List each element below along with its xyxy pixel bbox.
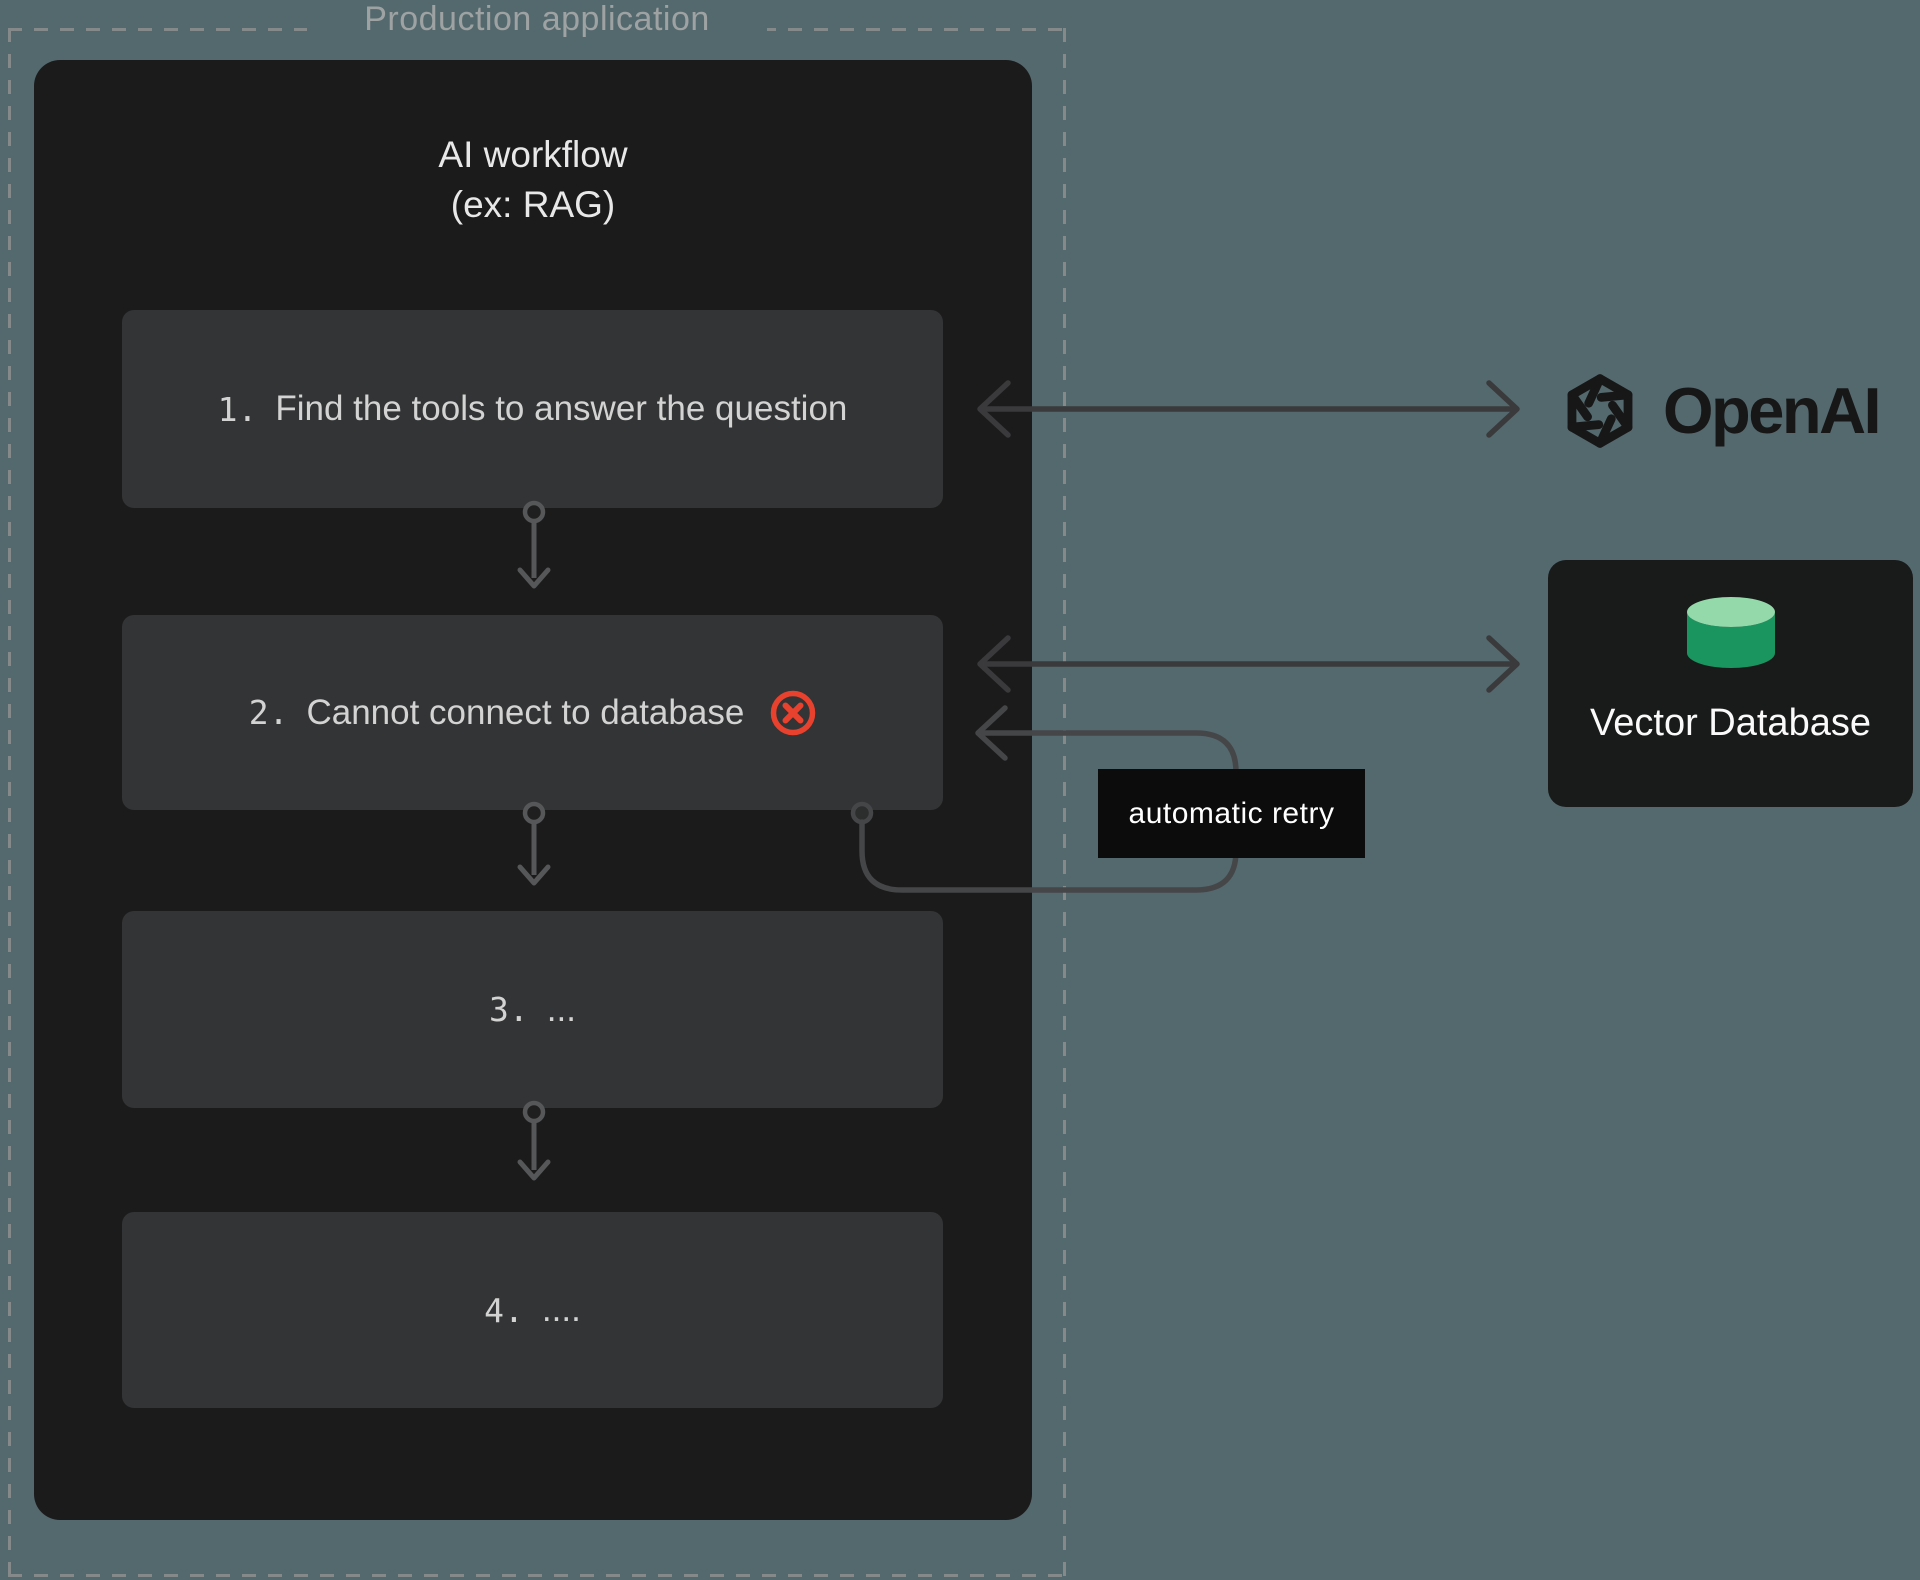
step-number: 2.	[248, 693, 289, 732]
retry-loop-arrow	[850, 705, 1239, 893]
workflow-title: AI workflow (ex: RAG)	[34, 130, 1032, 230]
step-text: Cannot connect to database	[306, 692, 745, 732]
workflow-step-3: 3. ...	[122, 911, 943, 1108]
openai-wordmark: OpenAI	[1663, 374, 1882, 447]
workflow-step-2: 2. Cannot connect to database	[122, 615, 943, 810]
workflow-title-line2: (ex: RAG)	[450, 184, 616, 225]
bidirectional-arrow-vector-db	[977, 635, 1520, 693]
step-number: 1.	[217, 389, 258, 429]
error-x-icon	[771, 690, 816, 735]
step-text: ....	[541, 1290, 581, 1329]
bidirectional-arrow-openai	[977, 380, 1520, 438]
automatic-retry-badge: automatic retry	[1098, 769, 1365, 858]
ai-workflow-container: AI workflow (ex: RAG) 1. Find the tools …	[34, 60, 1032, 1520]
step-number: 4.	[484, 1290, 524, 1330]
dashed-border-bottom	[8, 1574, 1066, 1577]
openai-logo: OpenAI	[1551, 362, 1882, 460]
vector-database-label: Vector Database	[1590, 702, 1871, 744]
dashed-border-right	[1063, 28, 1066, 1577]
step-text: ...	[546, 989, 576, 1029]
arrow-down-icon	[517, 1100, 551, 1181]
workflow-title-line1: AI workflow	[438, 134, 628, 175]
arrow-down-icon	[517, 801, 551, 886]
step-number: 3.	[489, 990, 529, 1029]
dashed-border-left	[8, 28, 11, 1577]
database-cylinder-icon	[1686, 597, 1775, 668]
production-application-label: Production application	[307, 0, 767, 38]
workflow-step-1: 1. Find the tools to answer the question	[122, 310, 943, 508]
vector-database-card: Vector Database	[1548, 560, 1913, 807]
arrow-down-icon	[517, 500, 551, 589]
openai-knot-icon	[1567, 374, 1633, 448]
step-text: Find the tools to answer the question	[275, 389, 848, 428]
workflow-step-4: 4. ....	[122, 1212, 943, 1408]
